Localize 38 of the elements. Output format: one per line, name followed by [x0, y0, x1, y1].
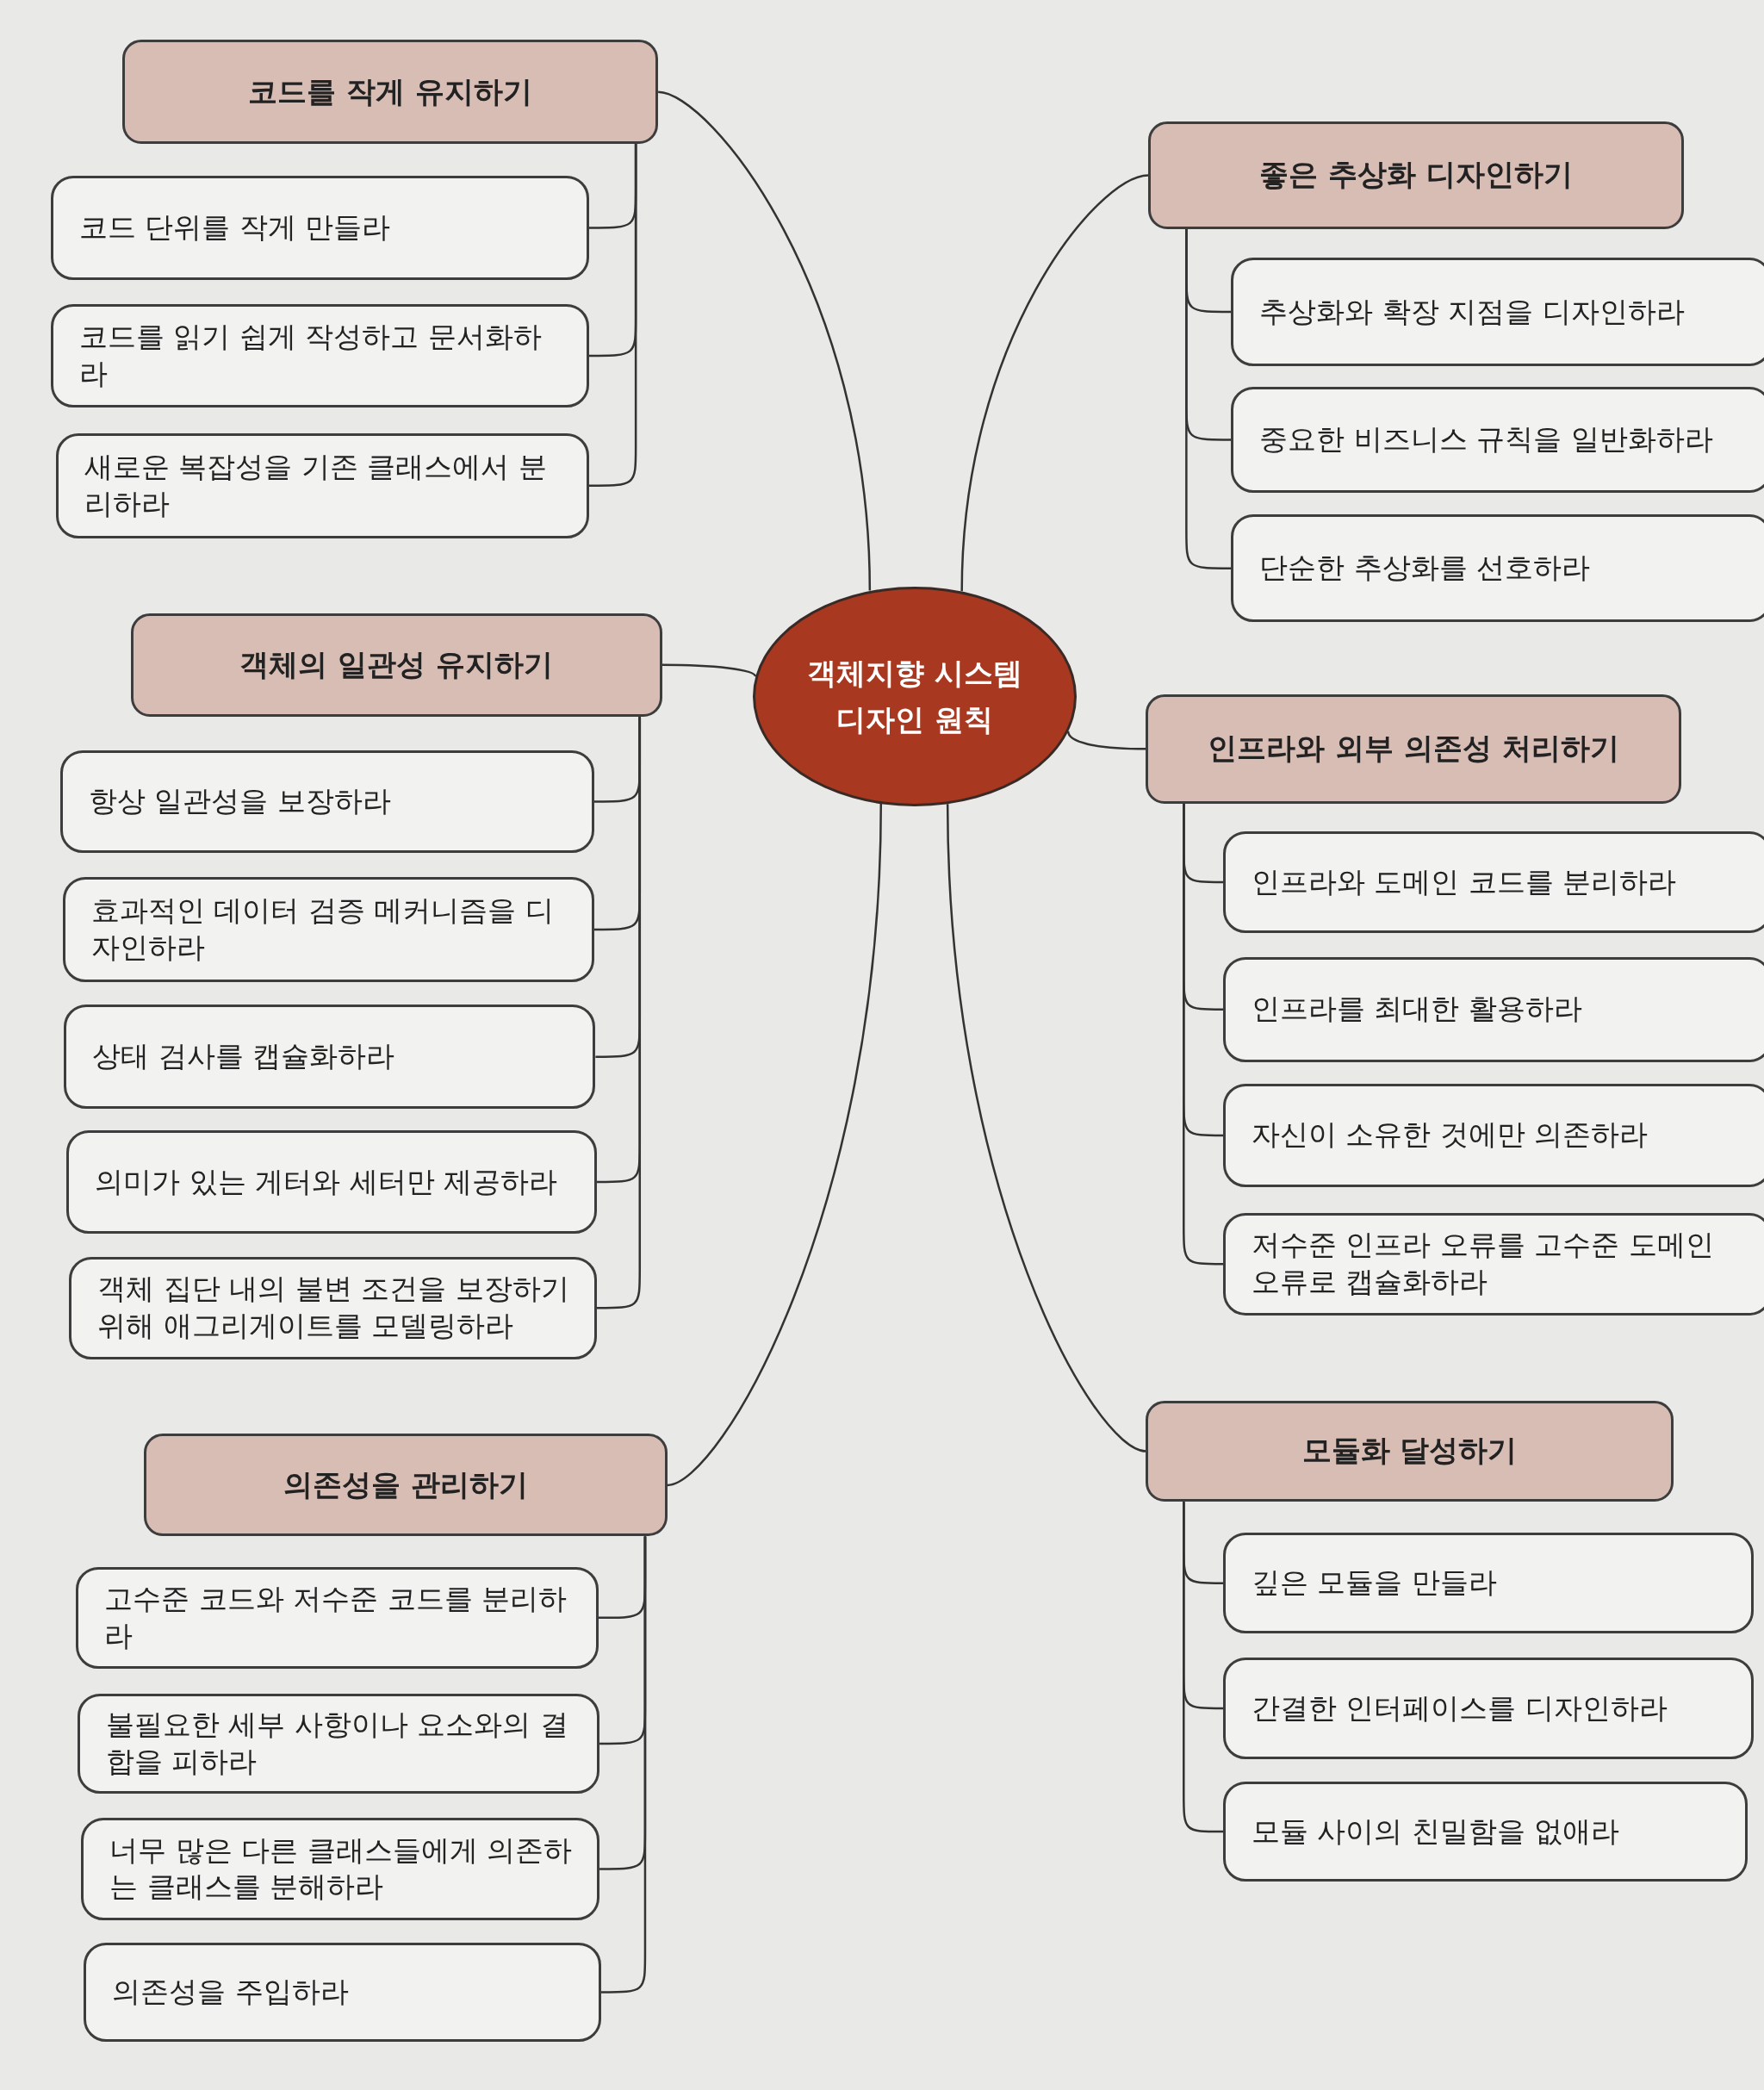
- principle-box: 효과적인 데이터 검증 메커니즘을 디자인하라: [62, 876, 594, 982]
- category-box: 코드를 작게 유지하기: [122, 40, 659, 145]
- principle-box: 새로운 복잡성을 기존 클래스에서 분리하라: [55, 432, 589, 538]
- principle-box: 코드를 읽기 쉽게 작성하고 문서화하라: [50, 303, 589, 408]
- principle-box: 고수준 코드와 저수준 코드를 분리하라: [76, 1567, 599, 1669]
- category-box: 모듈화 달성하기: [1146, 1400, 1674, 1502]
- principle-box: 인프라와 도메인 코드를 분리하라: [1223, 831, 1764, 933]
- connector-line: [960, 174, 1149, 592]
- connector-line: [657, 90, 872, 591]
- category-box: 객체의 일관성 유지하기: [130, 613, 662, 718]
- connector-line: [1183, 1502, 1223, 1833]
- category-box: 좋은 추상화 디자인하기: [1148, 121, 1685, 230]
- connector-line: [596, 717, 641, 1309]
- principle-box: 코드 단위를 작게 만들라: [50, 176, 589, 280]
- connector-line: [662, 663, 757, 677]
- principle-box: 추상화와 확장 지점을 디자인하라: [1231, 257, 1764, 367]
- principle-box: 간결한 인터페이스를 디자인하라: [1223, 1658, 1754, 1759]
- principle-box: 불필요한 세부 사항이나 요소와의 결합을 피하라: [77, 1694, 600, 1794]
- category-box: 의존성을 관리하기: [144, 1434, 668, 1537]
- connector-line: [588, 144, 637, 488]
- category-box: 인프라와 외부 의존성 처리하기: [1146, 694, 1682, 804]
- principle-box: 의미가 있는 게터와 세터만 제공하라: [66, 1129, 597, 1235]
- principle-box: 인프라를 최대한 활용하라: [1223, 956, 1764, 1062]
- connector-line: [1185, 229, 1232, 569]
- principle-box: 중요한 비즈니스 규칙을 일반화하라: [1231, 386, 1764, 494]
- principle-box: 객체 집단 내의 불변 조건을 보장하기 위해 애그리게이트를 모델링하라: [69, 1256, 597, 1359]
- connector-line: [1183, 803, 1223, 1266]
- principle-box: 의존성을 주입하라: [84, 1943, 601, 2042]
- principle-box: 단순한 추상화를 선호하라: [1231, 514, 1764, 623]
- principle-box: 항상 일관성을 보장하라: [59, 750, 594, 853]
- topic-ellipse: 객체지향 시스템 디자인 원칙: [752, 586, 1077, 806]
- principle-box: 상태 검사를 캡슐화하라: [64, 1005, 596, 1109]
- connector-line: [600, 1536, 647, 1994]
- principle-box: 너무 많은 다른 클래스들에게 의존하는 클래스를 분해하라: [81, 1817, 600, 1920]
- principle-box: 저수준 인프라 오류를 고수준 도메인 오류로 캡슐화하라: [1223, 1212, 1764, 1316]
- principle-box: 모듈 사이의 친밀함을 없애라: [1223, 1782, 1748, 1882]
- principle-box: 깊은 모듈을 만들라: [1223, 1532, 1754, 1634]
- principle-box: 자신이 소유한 것에만 의존하라: [1223, 1083, 1764, 1188]
